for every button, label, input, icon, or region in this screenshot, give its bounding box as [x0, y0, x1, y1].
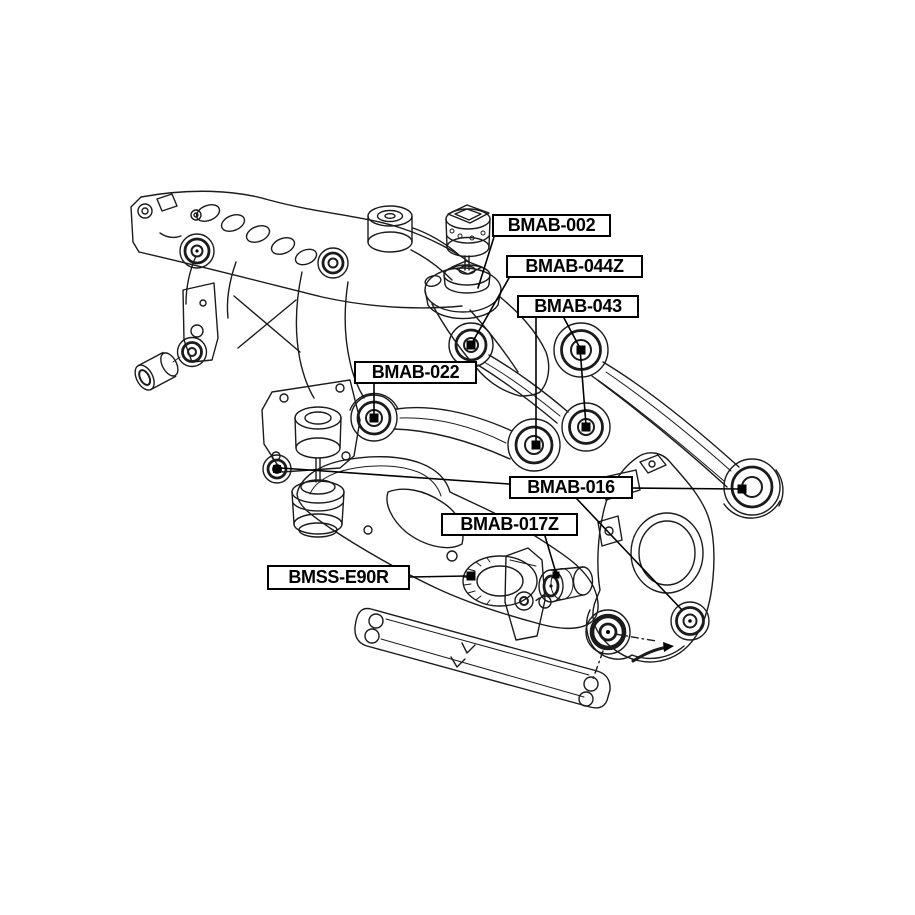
part-label-bmab-017z: BMAB-017Z [441, 513, 578, 536]
floating-bushing-bmab-017z [534, 567, 593, 602]
part-label-bmab-002: BMAB-002 [492, 214, 611, 237]
front-lateral-arm [350, 393, 560, 471]
callout-markers [273, 340, 747, 581]
knuckle-drawing [586, 453, 714, 662]
part-label-bmss-e90r: BMSS-E90R [267, 565, 410, 590]
subframe-drawing [131, 191, 549, 537]
bottom-flat-link [355, 609, 610, 708]
part-label-bmab-016: BMAB-016 [509, 476, 633, 499]
subframe-mount-bushing-bmab-002 [444, 205, 490, 293]
part-label-bmab-022: BMAB-022 [354, 361, 477, 384]
part-label-bmab-043: BMAB-043 [517, 295, 639, 318]
lower-spring-arm [297, 457, 598, 640]
part-label-bmab-044z: BMAB-044Z [506, 255, 643, 278]
